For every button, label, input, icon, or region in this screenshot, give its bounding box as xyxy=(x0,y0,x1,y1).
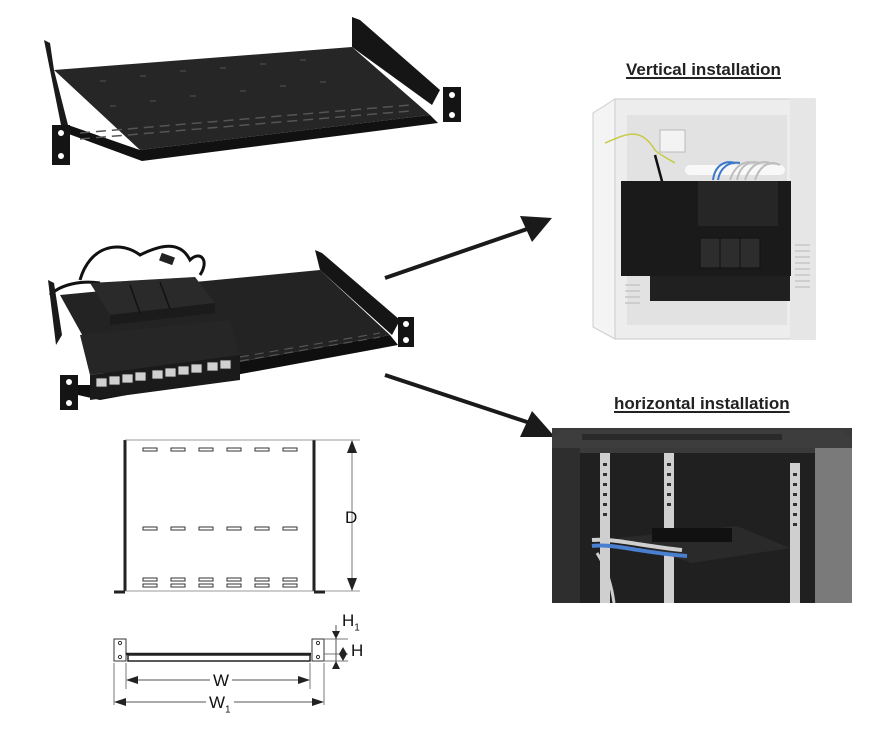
dimension-height-label: H xyxy=(351,641,364,660)
dimension-width-total-letter: W xyxy=(209,693,226,712)
empty-shelf-image xyxy=(40,15,480,170)
dimension-height1-letter: H xyxy=(342,611,355,630)
top-view-drawing: D xyxy=(100,428,380,608)
dimension-height1-sub: 1 xyxy=(354,622,360,634)
dimension-depth-label: D xyxy=(345,508,358,527)
vertical-cabinet-image xyxy=(585,95,825,347)
shelf-with-switch-image xyxy=(40,235,420,415)
dimension-width-total-sub: 1 xyxy=(225,704,231,716)
switch-ports xyxy=(95,359,232,388)
horizontal-installation-heading: horizontal installation xyxy=(614,394,790,413)
vertical-installation-heading: Vertical installation xyxy=(626,60,781,79)
dimension-width-total-label: W1 xyxy=(206,693,234,716)
dimension-width-label: W xyxy=(210,671,233,691)
front-view-drawing: W W1 H1 H xyxy=(100,605,380,716)
horizontal-cabinet-image xyxy=(552,428,852,603)
arrow-to-vertical-icon xyxy=(380,210,560,290)
dimension-height1-label: H1 xyxy=(342,611,360,633)
arrow-to-horizontal-icon xyxy=(380,365,560,445)
